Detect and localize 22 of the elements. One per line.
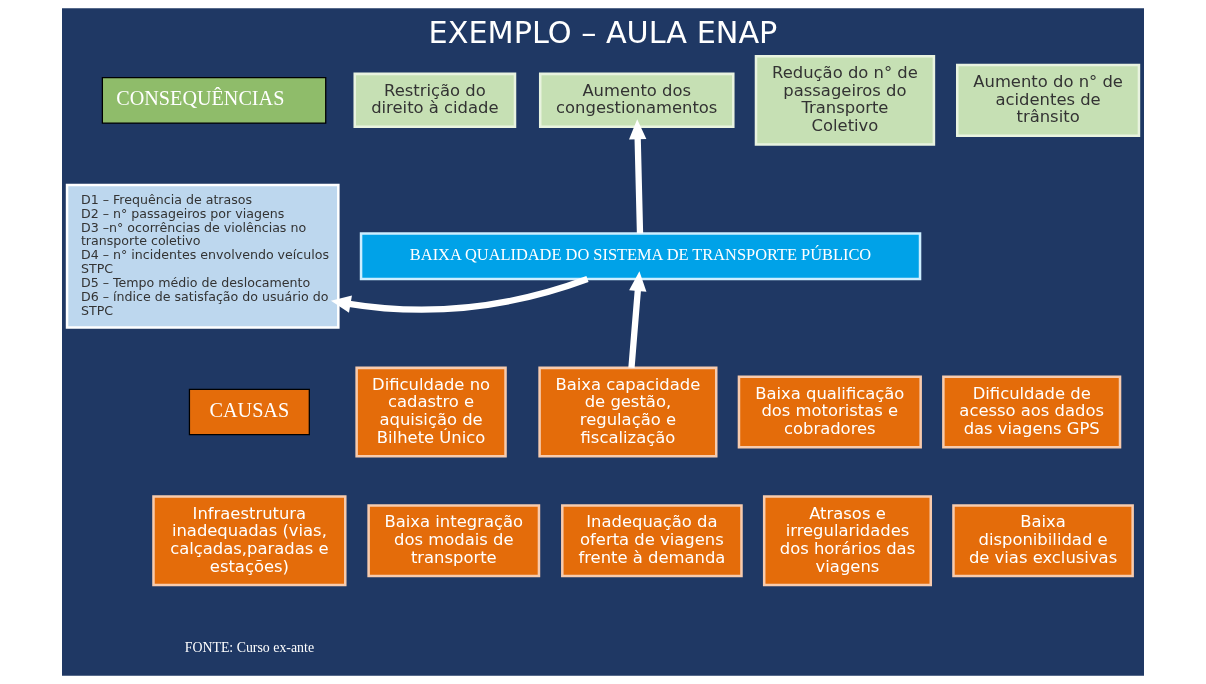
node-box: Baixa disponibilidad e de vias exclusivas [952,504,1134,578]
node-box: Dificuldade no cadastro e aquisição de Bilhete Único [355,366,507,458]
arrow [628,271,647,368]
node-box: Atrasos e irregularidades dos horários das viagens [762,495,932,587]
node-box: Infraestrutura inadequadas (vias, calçadas,paradas e estações) [152,495,347,587]
node-box: Restrição do direito à cidade [353,72,517,129]
diagram-title: EXEMPLO – AULA ENAP [428,14,778,50]
arrow [629,119,647,234]
node-box: Baixa capacidade de gestão, regulação e fiscalização [538,366,718,458]
node-box: BAIXA QUALIDADE DO SISTEMA DE TRANSPORTE PÚBLICO [359,232,922,281]
node-box: CONSEQUÊNCIAS [101,77,327,124]
node-box: Redução do n° de passageiros do Transporte Coletivo [754,54,936,146]
node-box: Aumento do n° de acidentes de trânsito [956,63,1141,137]
node-box: Dificuldade de acesso aos dados das viagens GPS [942,375,1122,449]
node-box: Baixa integração dos modais de transporte [367,504,541,578]
node-box: Inadequação da oferta de viagens frente à demanda [561,504,743,578]
node-box: CAUSAS [188,388,310,436]
node-box: D1 – Frequência de atrasos D2 – n° passageiros por viagens D3 –n° ocorrências de violências no transporte coletivo D4 – n° incidentes envolvendo veículos STPC D5 – Tempo médio de deslocamento D6 – índice de satisfação do usuário do STPC [65,183,340,329]
arrow [330,276,589,313]
caption: FONTE: Curso ex-ante [184,639,315,655]
node-box: Aumento dos congestionamentos [538,72,735,129]
node-box: Baixa qualificação dos motoristas e cobradores [737,375,922,449]
